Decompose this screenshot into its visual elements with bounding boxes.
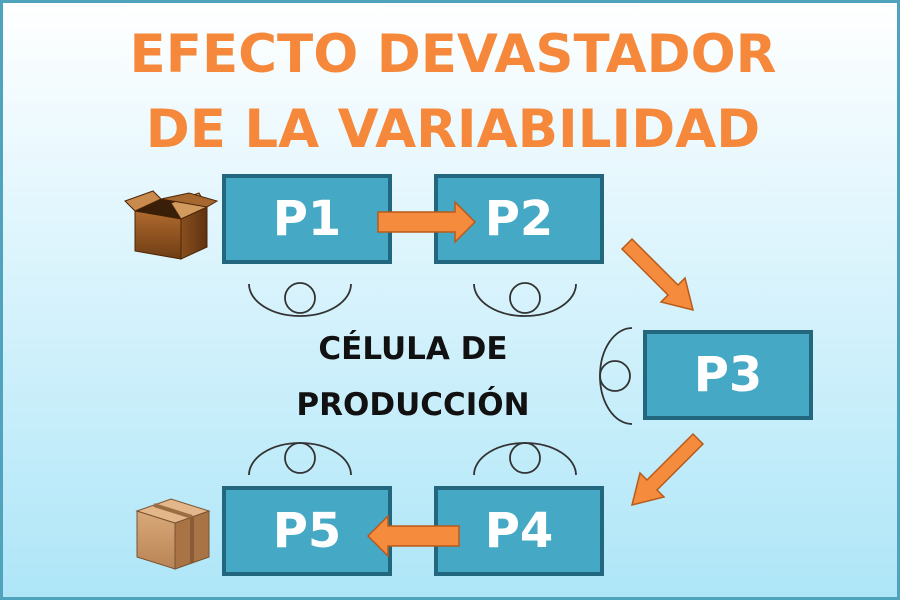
operator-p5-icon [248, 442, 352, 476]
arrow-p4-to-p5 [366, 514, 460, 558]
station-p3: P3 [643, 330, 813, 420]
open-box-icon [124, 190, 219, 260]
diagram-title-line-1: EFECTO DEVASTADOR [129, 24, 777, 85]
operator-p3-icon [599, 327, 633, 425]
station-p4: P4 [434, 486, 604, 576]
arrow-p2-to-p3 [620, 237, 695, 312]
arrow-p3-to-p4 [630, 432, 705, 507]
cell-label-line-1: CÉLULA DE [318, 331, 508, 367]
station-p1: P1 [222, 174, 392, 264]
flow-graphics [124, 190, 705, 570]
diagram-title-line-2: DE LA VARIABILIDAD [145, 99, 761, 160]
operator-p1-icon [248, 282, 352, 317]
arrow-p1-to-p2 [377, 200, 477, 244]
operator-p4-icon [473, 442, 577, 476]
operator-p2-icon [473, 282, 577, 317]
closed-box-icon [135, 498, 211, 570]
cell-label-line-2: PRODUCCIÓN [296, 387, 530, 423]
